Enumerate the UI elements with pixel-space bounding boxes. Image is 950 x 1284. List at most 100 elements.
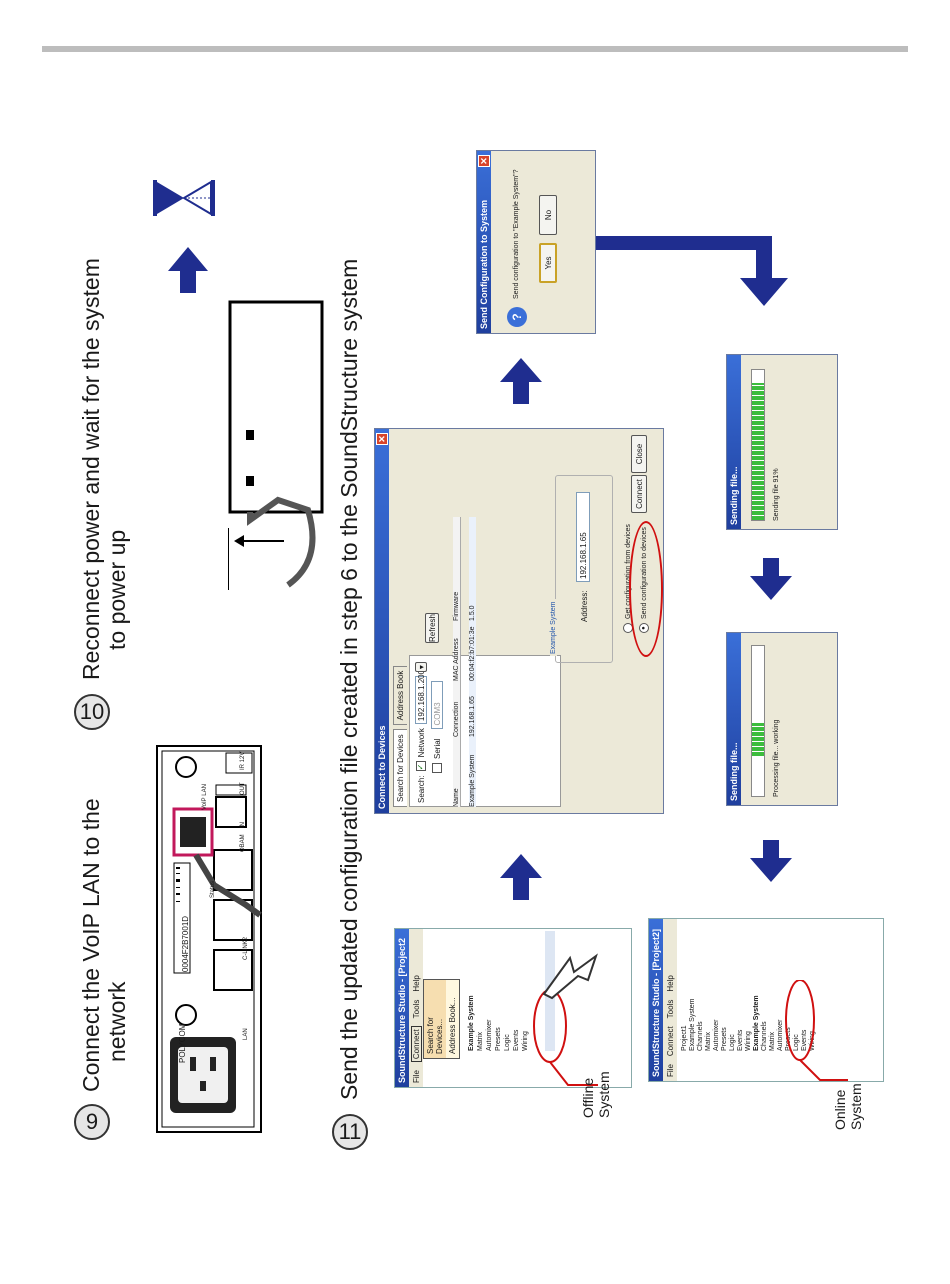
tree-example-system-b[interactable]: Example System	[753, 995, 760, 1051]
device-table-header: Name Connection MAC Address Firmware	[453, 517, 461, 807]
online-caption-line2: System	[848, 1083, 864, 1130]
port-label-lan: LAN	[243, 1028, 249, 1040]
port-label-out: OUT	[240, 782, 246, 795]
menu-search-devices[interactable]: Search for Devices...	[424, 980, 446, 1058]
step-10-line2: to power up	[104, 529, 130, 650]
studio-online-title: SoundStructure Studio - [Project2]	[649, 919, 663, 1081]
network-ip-field[interactable]: 192.168.1.200	[415, 670, 427, 725]
tree-events[interactable]: Events	[513, 1029, 520, 1051]
col-connection[interactable]: Connection	[453, 701, 460, 737]
pointer-arrow-icon	[540, 950, 600, 1000]
step-10-heading: Reconnect power and wait for the system …	[78, 258, 130, 680]
network-label: Network	[416, 728, 426, 758]
tree-matrix-a[interactable]: Matrix	[705, 1031, 712, 1051]
arrow-down-1	[748, 838, 794, 884]
connect-dialog: Connect to Devices ✕ Search for Devices …	[374, 428, 664, 814]
row-connection: 192.168.1.65	[469, 696, 476, 737]
menu-connect[interactable]: Connect	[665, 1026, 675, 1057]
example-system-group: Example System Address: 192.168.1.65	[550, 475, 613, 663]
connect-dropdown: Search for Devices... Address Book...	[423, 979, 460, 1059]
arrow-elbow	[582, 234, 792, 308]
close-icon[interactable]: ✕	[376, 433, 388, 445]
send-config-question: Send configuration to "Example System"?	[513, 169, 520, 299]
offline-caption-line1: Offline	[580, 1077, 596, 1118]
step-9-heading: Connect the VoIP LAN to the network	[78, 798, 130, 1092]
connect-button[interactable]: Connect	[631, 475, 647, 513]
row-firmware: 1.5.0	[469, 605, 476, 621]
port-label-clink: C-LINK2	[243, 936, 249, 960]
studio-online-menubar: File Connect Tools Help	[663, 919, 677, 1081]
no-button[interactable]: No	[539, 195, 557, 235]
close-button[interactable]: Close	[631, 435, 647, 473]
power-cable-arrow	[230, 526, 290, 556]
port-label-ir: IR 12V	[240, 751, 246, 770]
menu-file[interactable]: File	[665, 1064, 675, 1077]
online-callout	[782, 979, 862, 1092]
chevron-down-icon[interactable]: ▾	[415, 662, 427, 673]
question-icon: ?	[507, 307, 527, 327]
menu-tools[interactable]: Tools	[411, 999, 421, 1019]
send-option-callout	[629, 521, 663, 657]
top-rule	[42, 46, 908, 52]
sending-status-2: Sending file 91%	[773, 468, 780, 521]
menu-file[interactable]: File	[411, 1070, 421, 1083]
table-row[interactable]: Example System 192.168.1.65 00:04:f2:b7:…	[469, 517, 476, 807]
port-label-voip: VoIP LAN	[202, 784, 208, 810]
step-9-line1: Connect the VoIP LAN to the	[78, 798, 104, 1092]
studio-offline-tree: Example System Matrix Automixer Presets …	[467, 995, 530, 1051]
address-label: Address:	[580, 590, 589, 622]
tree-channels-a[interactable]: Channels	[697, 1021, 704, 1051]
serial-checkbox[interactable]	[432, 763, 442, 773]
col-firmware[interactable]: Firmware	[453, 591, 460, 621]
tab-search-devices[interactable]: Search for Devices	[393, 729, 407, 807]
progress-bar-1	[751, 645, 765, 797]
col-name[interactable]: Name	[453, 788, 460, 807]
power-unit	[227, 300, 328, 600]
menu-address-book[interactable]: Address Book...	[448, 997, 457, 1054]
progress-bar-2	[751, 369, 765, 521]
tree-matrix[interactable]: Matrix	[477, 1031, 484, 1051]
offline-caption-line2: System	[596, 1071, 612, 1118]
group-title: Example System	[550, 599, 557, 656]
menu-help[interactable]: Help	[411, 975, 421, 992]
port-label-obam: OBAM	[240, 834, 246, 852]
tree-events-a[interactable]: Events	[737, 1029, 744, 1051]
connect-dialog-title: Connect to Devices	[377, 725, 387, 809]
row-mac: 00:04:f2:b7:01:3e	[469, 626, 476, 682]
refresh-button[interactable]: Refresh	[425, 613, 439, 643]
serial-label: Serial	[432, 738, 442, 759]
arrow-up-1	[498, 852, 544, 902]
tree-automixer-a[interactable]: Automixer	[713, 1019, 720, 1051]
tree-logic-a[interactable]: Logic	[729, 1034, 736, 1051]
menu-help[interactable]: Help	[665, 975, 675, 992]
send-config-title: Send Configuration to System	[479, 199, 489, 329]
close-icon[interactable]: ✕	[478, 155, 490, 167]
tree-presets-a[interactable]: Presets	[721, 1027, 728, 1051]
step-9-line2: network	[104, 981, 130, 1062]
address-field[interactable]: 192.168.1.65	[576, 492, 590, 582]
yes-button[interactable]: Yes	[539, 243, 557, 283]
network-checkbox[interactable]: ✓	[416, 761, 426, 772]
port-label-in: IN	[240, 822, 246, 828]
tree-presets[interactable]: Presets	[495, 1027, 502, 1051]
tab-address-book[interactable]: Address Book	[393, 665, 407, 726]
tree-example-system-a[interactable]: Example System	[689, 998, 696, 1051]
studio-offline-title: SoundStructure Studio - [Project2	[395, 929, 409, 1087]
tree-automixer[interactable]: Automixer	[486, 1019, 493, 1051]
sending-dialog-1: Sending file... Processing file... worki…	[726, 632, 838, 806]
menu-tools[interactable]: Tools	[665, 999, 675, 1019]
tree-logic[interactable]: Logic	[504, 1034, 511, 1051]
device-brand: POLYCOM	[178, 1023, 187, 1063]
tree-project1[interactable]: Project1	[681, 1025, 688, 1051]
tree-example-system[interactable]: Example System	[468, 995, 475, 1051]
port-label-status: Status	[210, 880, 216, 898]
col-mac[interactable]: MAC Address	[453, 638, 460, 681]
tree-matrix-b[interactable]: Matrix	[769, 1031, 776, 1051]
tree-channels-b[interactable]: Channels	[761, 1021, 768, 1051]
serial-port-field[interactable]: COM3	[431, 680, 443, 729]
tree-wiring-a[interactable]: Wiring	[745, 1031, 752, 1051]
step-11-heading: Send the updated configuration file crea…	[336, 258, 362, 1100]
step-9-number: 9	[74, 1104, 110, 1140]
menu-connect[interactable]: Connect	[410, 1026, 422, 1063]
step-11-number: 11	[332, 1114, 368, 1150]
